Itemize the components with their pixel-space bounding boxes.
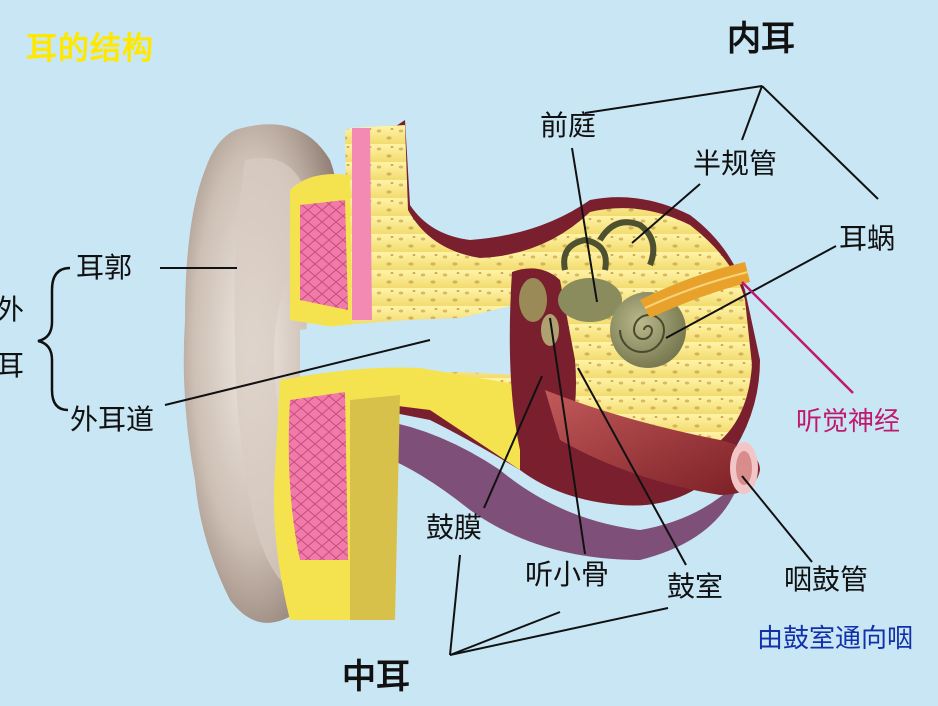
ear-canal-lumen [300, 305, 520, 380]
semicircular-canal-2 [561, 236, 609, 271]
skin-strip [352, 128, 372, 320]
ossicle-incus [541, 314, 559, 346]
label-semicircular-canals: 半规管 [693, 147, 778, 180]
label-vestibule: 前庭 [540, 109, 597, 142]
skin-tissue-upper [300, 200, 348, 310]
outer-ear-brace [37, 266, 71, 412]
label-middle-ear: 中耳 [342, 657, 410, 697]
label-eustachian-tube: 咽鼓管 [784, 563, 869, 596]
auditory-nerve-shape [640, 262, 750, 318]
vestibule-shape [558, 278, 622, 322]
cochlea-spiral [619, 314, 666, 353]
lower-tissue [380, 420, 740, 560]
auditory-nerve-leader [741, 281, 854, 394]
label-auditory-nerve: 听觉神经 [796, 407, 901, 437]
lower-bone-strip [350, 395, 400, 620]
semicircular-canal-1 [597, 219, 657, 267]
skin-tissue-lower [288, 392, 348, 560]
label-inner-ear: 内耳 [727, 19, 795, 59]
eustachian-tube-note: 由鼓室通向咽 [757, 624, 914, 654]
label-outer-ear-char-1: 外 [0, 293, 25, 326]
eustachian-tube-shape [545, 390, 760, 495]
label-auricle: 耳郭 [76, 251, 133, 284]
ossicle-malleus [519, 278, 547, 322]
label-cochlea: 耳蜗 [839, 222, 896, 255]
diagram-title: 耳的结构 [26, 31, 154, 67]
label-ear-canal: 外耳道 [70, 403, 155, 436]
label-ossicles: 听小骨 [525, 558, 610, 591]
label-eardrum: 鼓膜 [426, 511, 483, 544]
label-outer-ear-char-2: 耳 [0, 349, 25, 382]
label-tympanic-cavity: 鼓室 [667, 570, 724, 603]
